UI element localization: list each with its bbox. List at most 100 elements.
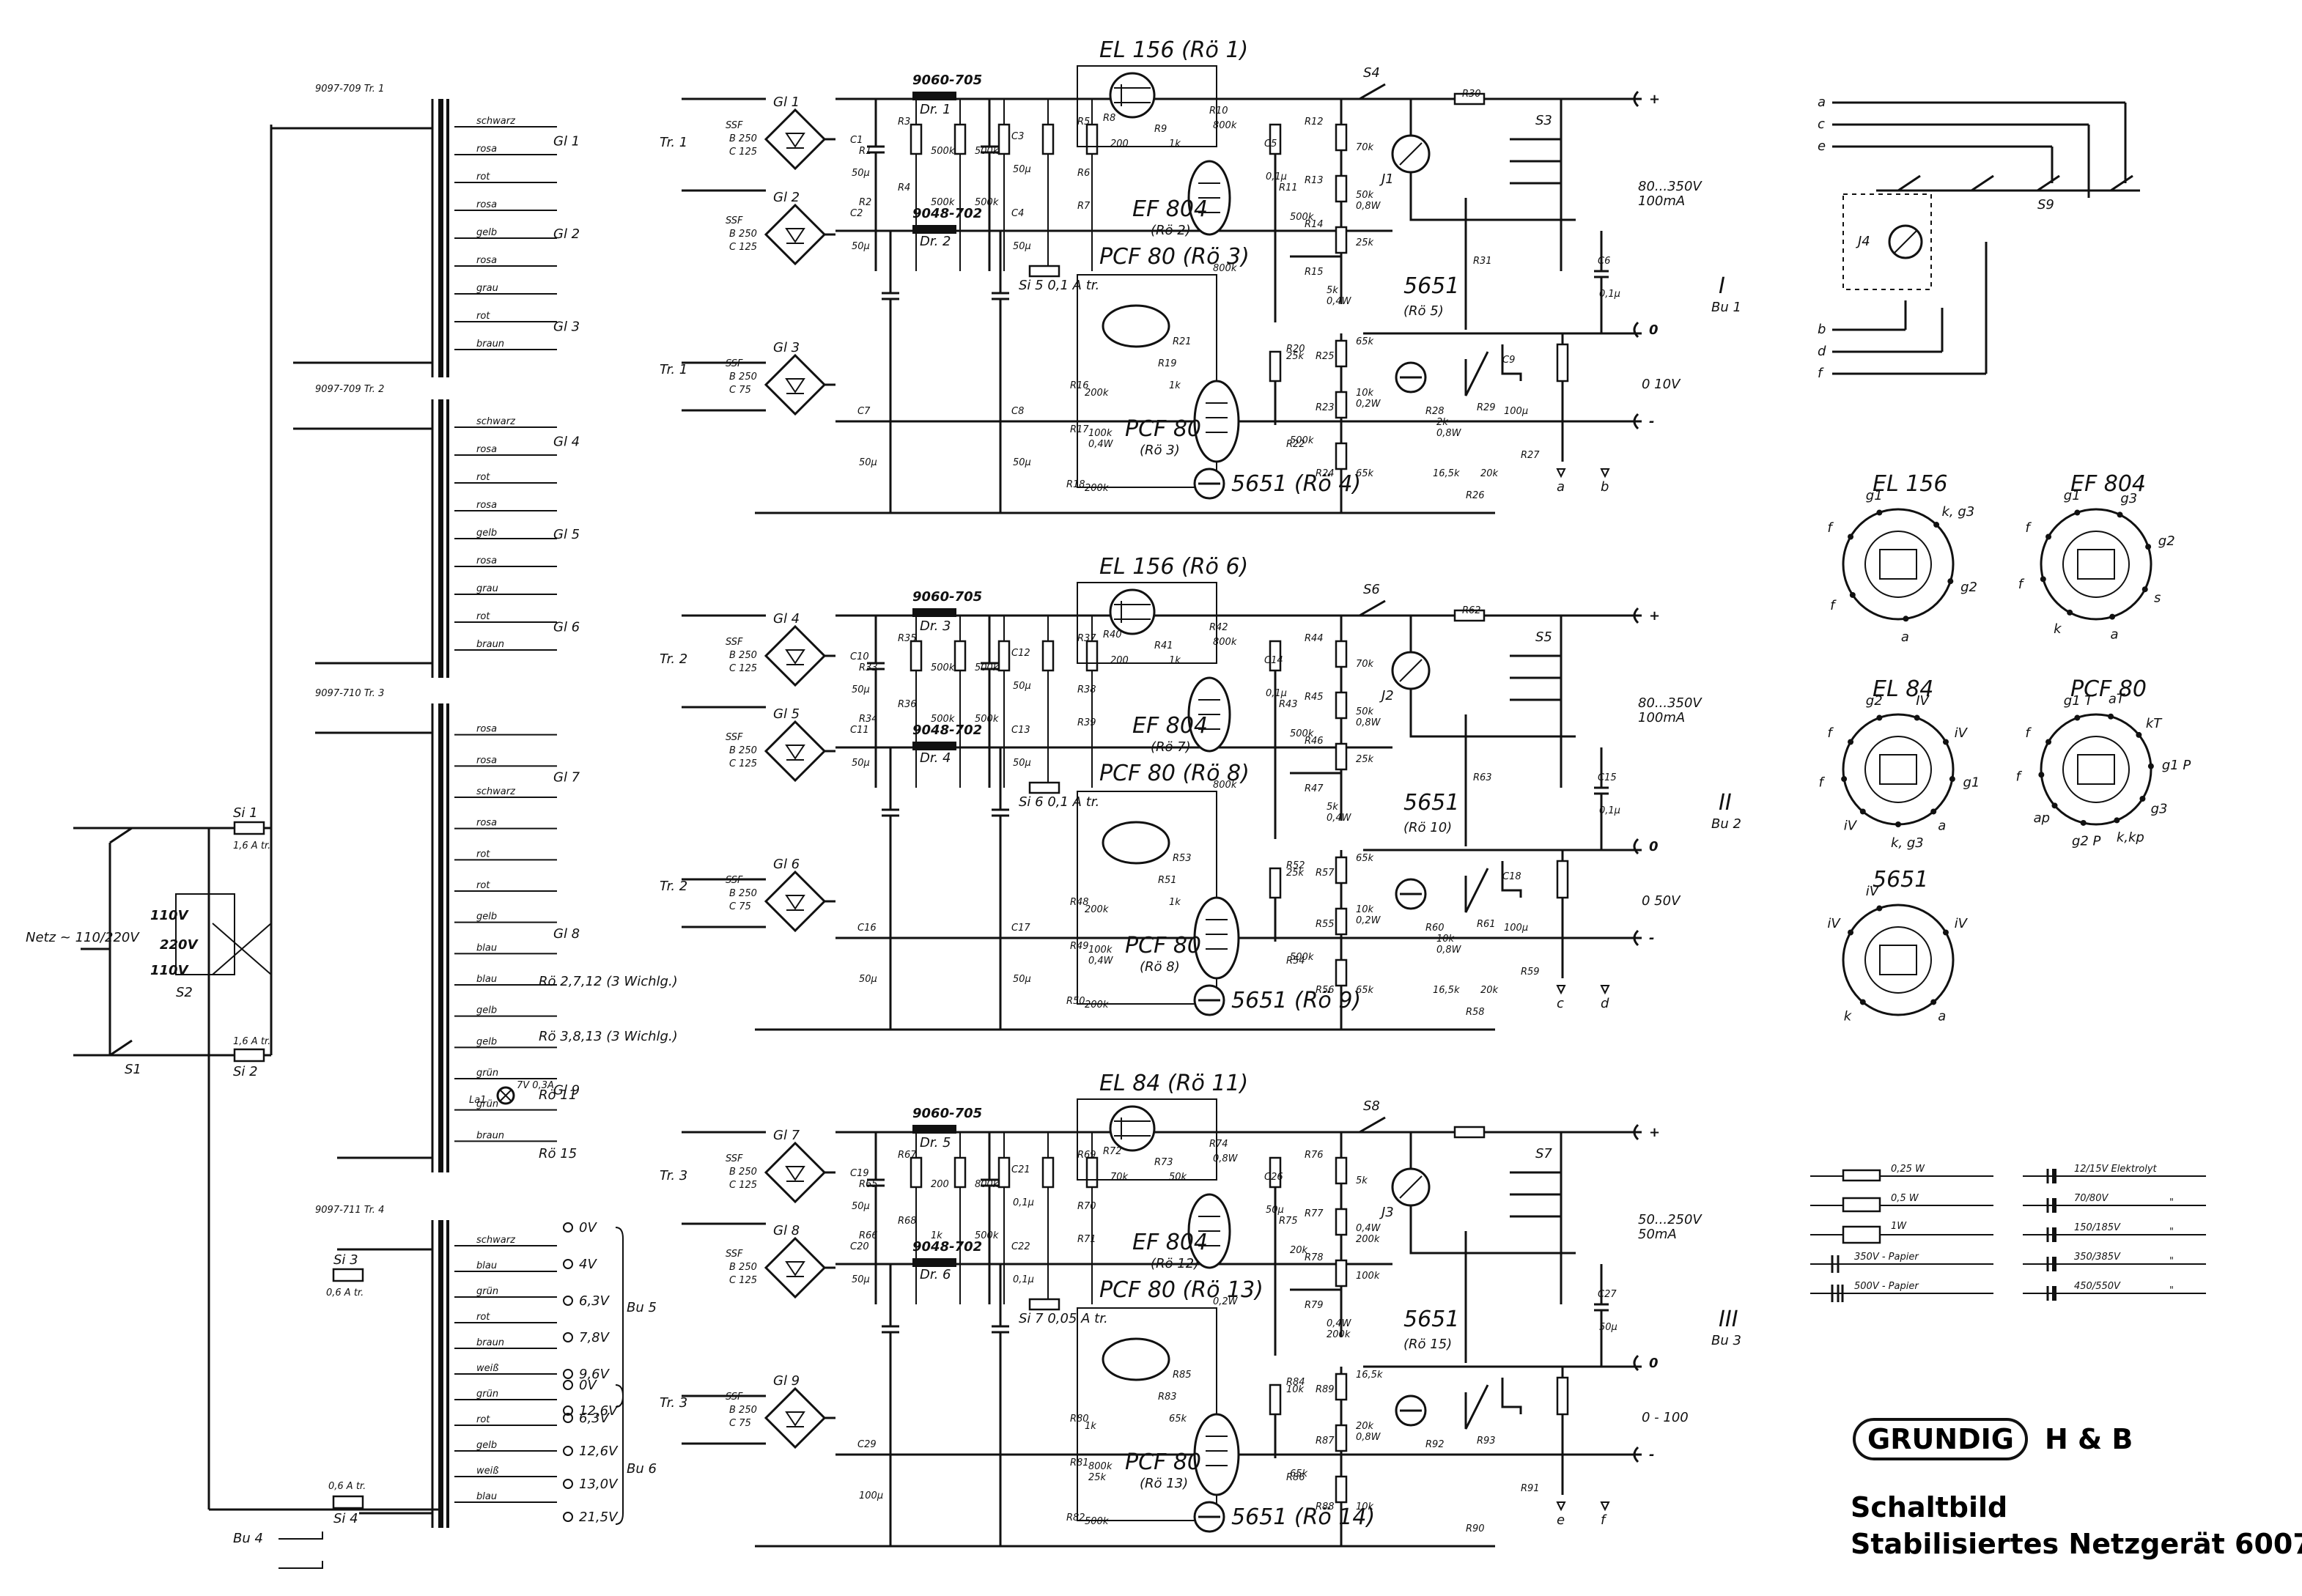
bu6-label: Bu 6	[627, 1461, 657, 1477]
svg-text:0,6 A tr.: 0,6 A tr.	[328, 1481, 366, 1492]
resistor-ref: R43	[1279, 699, 1298, 710]
rectifier-bridge: Gl 8	[764, 1223, 827, 1299]
power-tube: EL 84 (Rö 11)	[1077, 1071, 1248, 1181]
pcf-label: PCF 80	[1125, 933, 1201, 958]
legend-elko-1: 12/15V Elektrolyt	[2023, 1164, 2206, 1183]
tap-color: braun	[476, 1337, 504, 1348]
channel-meter: J1	[1379, 171, 1394, 187]
power-tube-label: EL 156 (Rö 1)	[1099, 37, 1248, 63]
tube-pin: f	[2015, 769, 2022, 785]
svg-text:Si 4: Si 4	[333, 1511, 358, 1526]
resistor-ref: R37	[1077, 633, 1096, 644]
resistor-ref: R87	[1316, 1436, 1335, 1447]
ef-tube-label: EF 804	[1132, 1230, 1208, 1255]
brand-grundig: GRUNDIG	[1867, 1423, 2014, 1455]
tap-color: schwarz	[476, 786, 516, 797]
svg-text:0,6 A tr.: 0,6 A tr.	[326, 1287, 364, 1298]
resistor-ref: R10	[1209, 106, 1228, 117]
transformer-tr2: 9097-709 Tr. 2schwarzrosarotrosagelbrosa…	[293, 384, 580, 678]
capacitor-ref: C8	[1011, 406, 1024, 417]
choke-partno: 9048-702	[912, 723, 982, 738]
legend-cap-350: 350V - Papier	[1810, 1252, 1993, 1273]
resistor-value: 5k	[1327, 802, 1338, 813]
output-terminal: +	[1649, 1125, 1660, 1140]
resistor-ref: R36	[898, 699, 917, 710]
resistor-ref: R53	[1173, 853, 1192, 864]
capacitor-value: 50µ	[1013, 974, 1031, 985]
svg-text:0,5 W: 0,5 W	[1891, 1193, 1919, 1204]
resistor-ref: R20	[1286, 344, 1305, 355]
tube-pin: g2 P	[2072, 833, 2101, 849]
resistor-value: 1k	[1169, 138, 1181, 149]
resistor-ref: R8	[1103, 113, 1115, 124]
transformer-tr3: 9097-710 Tr. 3rosarosaschwarzrosarotrotg…	[315, 688, 678, 1172]
choke-label: Dr. 1	[920, 102, 951, 117]
tap-color: grau	[476, 583, 498, 594]
resistor-ref: R21	[1173, 336, 1192, 347]
resistor-ref: R66	[859, 1230, 878, 1241]
resistor-value: 200k	[1356, 1234, 1380, 1245]
resistor-value: 800k	[1213, 780, 1237, 791]
tube-pin: g1	[1963, 775, 1980, 790]
capacitor-ref: C14	[1264, 655, 1283, 666]
tap-color: rot	[476, 1312, 490, 1323]
tube-pin: g2	[1960, 580, 1977, 595]
channel-numeral: I	[1719, 273, 1725, 299]
drawing-subtitle: Stabilisiertes Netzgerät 6007	[1851, 1528, 2302, 1560]
resistor-ref: R71	[1077, 1234, 1096, 1245]
legend-res-1w: 1W	[1810, 1221, 1993, 1244]
rectifier-bridge: Gl 6	[764, 857, 827, 933]
resistor-ref: R26	[1466, 490, 1485, 501]
meter-j4: J4	[1856, 234, 1870, 249]
tube-pin: s	[2154, 591, 2161, 606]
resistor-value: 800k	[975, 1179, 999, 1190]
resistor-value: 200k	[1085, 388, 1109, 399]
resistor-ref: R16	[1070, 380, 1089, 391]
capacitor-ref: C10	[850, 651, 869, 662]
svg-text:Si 3: Si 3	[333, 1252, 358, 1268]
svg-text:": "	[2169, 1256, 2174, 1267]
svg-text:0,25 W: 0,25 W	[1891, 1164, 1925, 1175]
low-voltage-range: 0 - 100	[1642, 1410, 1689, 1425]
resistor-ref: R85	[1173, 1370, 1192, 1381]
transformer-bank: 9097-709 Tr. 1schwarzrosarotrosagelbrosa…	[271, 84, 678, 1528]
meter-tap: d	[1601, 996, 1609, 1011]
resistor-value: 25k	[1286, 868, 1305, 879]
rectifier-bridge: Gl 1	[764, 95, 827, 171]
resistor-ref: R9	[1154, 124, 1167, 135]
resistor-ref: R19	[1158, 358, 1177, 369]
tap-color: rot	[476, 472, 490, 483]
bu5-voltage: 7,8V	[579, 1330, 610, 1345]
resistor-value: 16,5k	[1356, 1370, 1383, 1381]
capacitor-value: 0,1µ	[1599, 289, 1620, 300]
tap-color: gelb	[476, 1036, 497, 1047]
bu6-voltage: 21,5V	[579, 1510, 619, 1525]
resistor-ref: R49	[1070, 941, 1089, 952]
resistor-value: 0,8W	[1436, 428, 1462, 439]
resistor-ref: R60	[1425, 923, 1445, 934]
svg-text:1W: 1W	[1891, 1221, 1907, 1232]
bu4-label: Bu 4	[233, 1531, 263, 1546]
capacitor-value: 50µ	[852, 1274, 870, 1285]
tube-base-name: EF 804	[2070, 471, 2146, 497]
rectifier-ref: Gl 8	[553, 926, 580, 942]
tube-pin: k, g3	[1941, 504, 1974, 520]
transformer-label: 9097-710 Tr. 3	[315, 688, 384, 699]
capacitor-ref: C6	[1598, 256, 1610, 267]
svg-text:Si 1: Si 1	[233, 805, 258, 821]
transformer-tr1: 9097-709 Tr. 1schwarzrosarotrosagelbrosa…	[271, 84, 580, 377]
legend-res-05: 0,5 W	[1810, 1193, 1993, 1213]
tube-pin: kT	[2146, 716, 2163, 731]
ef-tube-ref: (Rö 12)	[1151, 1256, 1199, 1271]
choke-partno: 9060-705	[912, 589, 982, 605]
legend-elko-5: 450/550V	[2023, 1281, 2206, 1301]
tube-pin: k	[2054, 621, 2062, 637]
resistor-value: 500k	[1290, 728, 1314, 739]
pcf-ref: (Rö 8)	[1140, 959, 1180, 975]
capacitor-value: 100µ	[1504, 923, 1528, 934]
